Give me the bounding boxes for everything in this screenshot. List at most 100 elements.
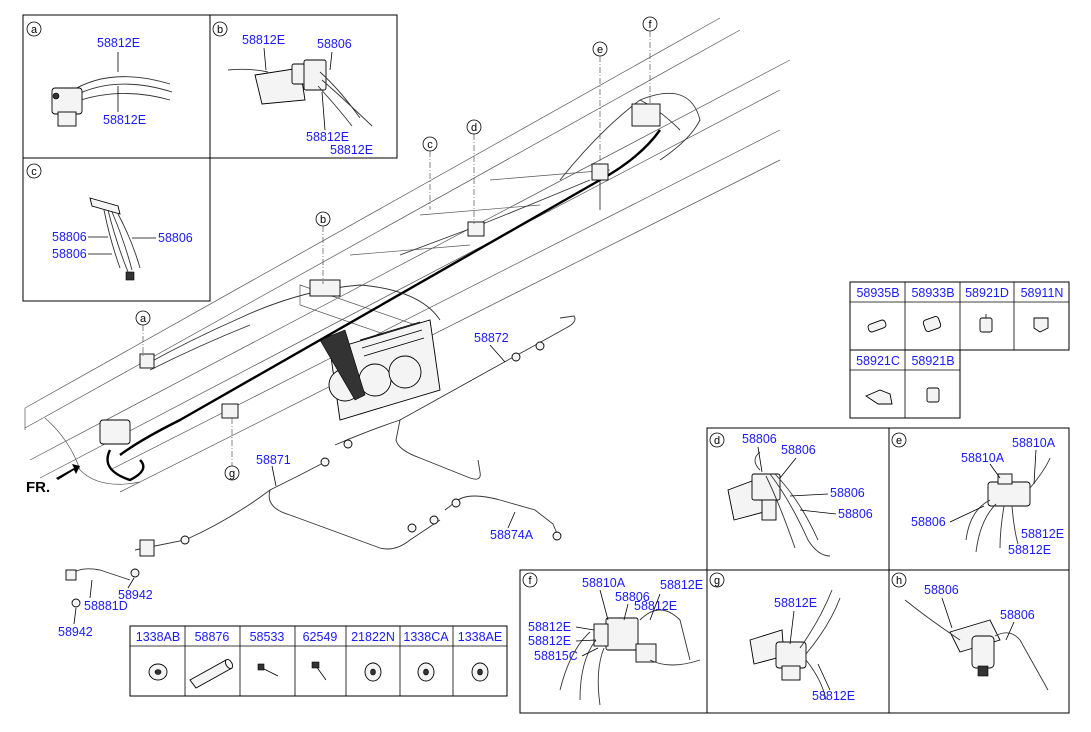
panel-h-label-left[interactable]: 58806 [924,583,959,597]
panel-b-label-bottom-2[interactable]: 58812E [330,143,373,157]
pipe-58872-label[interactable]: 58872 [474,331,509,345]
panel-c-label-left-1[interactable]: 58806 [52,230,87,244]
panel-a-label-top[interactable]: 58812E [97,36,140,50]
panel-b-letter: b [217,24,223,36]
brake-pipes [65,315,576,608]
panel-e-label-4[interactable]: 58812E [1021,527,1064,541]
grommet-1338ab-icon [148,663,168,681]
washer-58942-label-1[interactable]: 58942 [118,588,153,602]
callout-c[interactable]: c [427,139,433,151]
panel-h: h 58806 58806 [888,569,1070,714]
panel-b-label-bottom-1[interactable]: 58812E [306,130,349,144]
panel-h-label-right[interactable]: 58806 [1000,608,1035,622]
panel-f: f 58810A 58806 58812E 58812E 58812E 5881… [519,569,708,714]
panel-b-bracket-icon [227,47,373,131]
panel-d-label-2[interactable]: 58806 [781,443,816,457]
fitting-58935b-icon [867,319,887,333]
panel-f-valve-icon [559,589,701,706]
bolt-58533-icon [257,663,279,677]
panel-f-label-1[interactable]: 58810A [582,576,626,590]
fr-label: FR. [26,479,50,496]
fitting-header-58935b[interactable]: 58935B [856,286,899,300]
panel-f-letter: f [528,575,532,587]
panel-b-label-right[interactable]: 58806 [317,37,352,51]
panel-c-manifold-icon [88,197,156,281]
fitting-58933b-icon [922,316,942,332]
hardware-header-1338ca[interactable]: 1338CA [403,630,449,644]
panel-a-letter: a [31,24,38,36]
callout-f[interactable]: f [648,19,652,31]
panel-e-valve-icon [949,449,1051,553]
panel-f-label-6[interactable]: 58812E [528,634,571,648]
panel-e-label-1[interactable]: 58810A [1012,436,1056,450]
panel-e-label-2[interactable]: 58810A [961,451,1005,465]
fitting-58911n-icon [1033,317,1049,333]
panel-f-label-2[interactable]: 58806 [615,590,650,604]
fitting-header-58933b[interactable]: 58933B [911,286,954,300]
front-direction-indicator: FR. [26,464,80,496]
panel-f-label-7[interactable]: 58815C [534,649,578,663]
callout-d[interactable]: d [471,122,477,134]
panel-d-letter: d [714,435,720,447]
hardware-header-1338ab[interactable]: 1338AB [136,630,180,644]
panel-b: b 58812E 58806 58812E 58812E [209,14,398,159]
panel-g-label-top[interactable]: 58812E [774,596,817,610]
hardware-header-1338ae[interactable]: 1338AE [458,630,502,644]
fitting-header-58921d[interactable]: 58921D [965,286,1009,300]
fitting-58921b-icon [926,387,940,403]
hardware-header-62549[interactable]: 62549 [303,630,338,644]
panel-e-label-3[interactable]: 58806 [911,515,946,529]
panel-f-label-5[interactable]: 58812E [528,620,571,634]
callout-g[interactable]: g [229,468,235,480]
fitting-header-58921b[interactable]: 58921B [911,354,954,368]
panel-d-label-4[interactable]: 58806 [838,507,873,521]
fitting-header-58911n[interactable]: 58911N [1021,286,1064,300]
fittings-table: 58935B 58933B 58921D 58911N 58921C 58921… [849,281,1070,419]
panel-h-letter: h [896,575,902,587]
pipe-58874a-label[interactable]: 58874A [490,528,534,542]
panel-g-letter: g [714,575,720,587]
front-arrow-icon [56,464,80,480]
panel-d-valve-icon [727,446,837,557]
panel-b-label-left[interactable]: 58812E [242,33,285,47]
panel-c-label-right[interactable]: 58806 [158,231,193,245]
panel-g-valve-icon [749,589,841,701]
panel-f-label-3[interactable]: 58812E [660,578,703,592]
hardware-header-21822n[interactable]: 21822N [351,630,395,644]
panel-g: g 58812E 58812E [706,569,890,714]
callout-e[interactable]: e [597,44,603,56]
washer-58942-label-2[interactable]: 58942 [58,625,93,639]
fitting-header-58921c[interactable]: 58921C [856,354,900,368]
panel-e: e 58810A 58810A 58806 58812E 58812E [888,427,1070,571]
fitting-58921d-icon [979,314,993,333]
panel-e-letter: e [896,435,902,447]
panel-c-letter: c [31,166,37,178]
panel-a-label-bottom[interactable]: 58812E [103,113,146,127]
hardware-table: 1338AB 58876 58533 62549 21822N 1338CA 1… [129,625,508,697]
sleeve-58876-icon [189,658,234,689]
panel-d: d 58806 58806 58806 58806 [706,427,890,571]
panel-a-valve-icon [51,52,173,127]
panel-e-label-5[interactable]: 58812E [1008,543,1051,557]
panel-h-valve-icon [904,597,1049,691]
main-callouts: a b c d e f g [135,16,658,481]
panel-d-label-1[interactable]: 58806 [742,432,777,446]
fitting-58921c-icon [865,389,893,405]
grommet-21822n-icon [364,662,382,682]
panel-a: a 58812E 58812E [22,14,211,159]
bolt-62549-icon [311,661,327,681]
callout-b[interactable]: b [320,214,326,226]
panel-d-label-3[interactable]: 58806 [830,486,865,500]
panel-c: c 58806 58806 58806 [22,157,211,302]
hardware-header-58533[interactable]: 58533 [250,630,285,644]
callout-a[interactable]: a [140,313,147,325]
grommet-1338ca-icon [417,662,435,682]
chassis-assembly [24,17,791,493]
hose-58881d-label[interactable]: 58881D [84,599,128,613]
hardware-header-58876[interactable]: 58876 [195,630,230,644]
panel-c-label-left-2[interactable]: 58806 [52,247,87,261]
panel-g-label-bottom[interactable]: 58812E [812,689,855,703]
pipe-58871-label[interactable]: 58871 [256,453,291,467]
grommet-1338ae-icon [471,662,489,682]
